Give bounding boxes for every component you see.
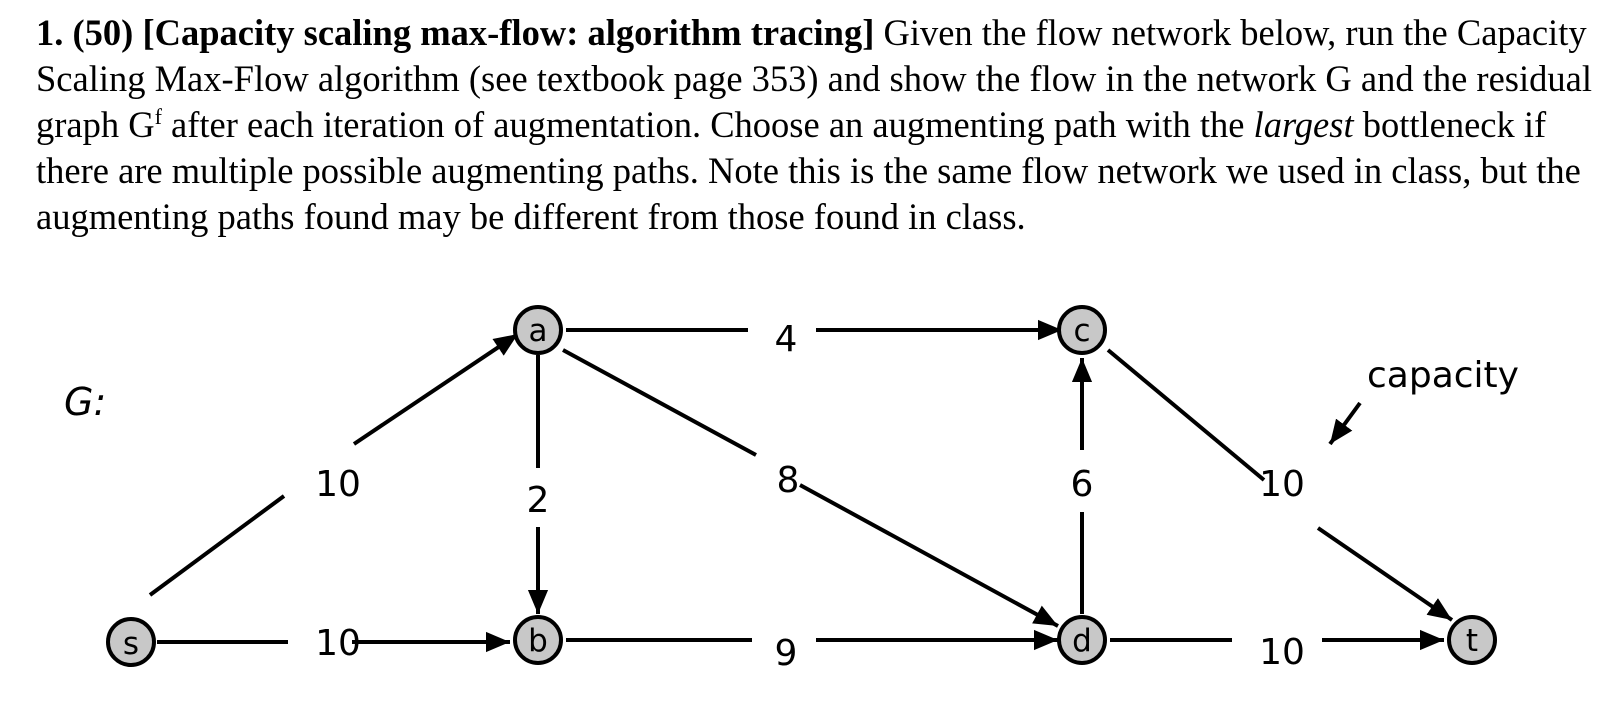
node-c: c	[1057, 305, 1107, 355]
node-d-label: d	[1072, 623, 1092, 659]
problem-text-1: Given the flow network below, run the Ca…	[36, 12, 1592, 145]
edge-a-b: 2	[527, 355, 550, 614]
edge-c-t: 10	[1106, 348, 1454, 622]
problem-topic: [Capacity scaling max-flow: algorithm tr…	[142, 12, 875, 53]
edge-a-c-capacity: 4	[775, 319, 798, 360]
edge-a-d: 8	[562, 348, 1059, 628]
edge-d-t: 10	[1110, 629, 1444, 673]
node-c-label: c	[1073, 313, 1090, 349]
edge-c-t-capacity: 10	[1259, 464, 1305, 505]
edge-d-t-capacity: 10	[1259, 632, 1305, 673]
node-d: d	[1057, 615, 1107, 665]
node-a-label: a	[529, 313, 548, 349]
problem-text-2: after each iteration of augmentation. Ch…	[161, 104, 1254, 145]
capacity-annotation: capacity	[1328, 355, 1519, 446]
edge-b-d: 9	[566, 629, 1058, 674]
edge-d-c: 6	[1071, 358, 1094, 614]
problem-text-3: bottleneck if there are multiple possibl…	[36, 104, 1581, 237]
residual-superscript: f	[154, 104, 162, 129]
edge-d-c-capacity: 6	[1071, 464, 1094, 505]
node-t: t	[1447, 615, 1497, 665]
emphasis-largest: largest	[1253, 104, 1354, 145]
node-b: b	[513, 615, 563, 665]
edge-s-b: 10	[157, 623, 510, 664]
edge-s-a-capacity: 10	[315, 464, 361, 505]
node-s: s	[106, 617, 156, 667]
problem-points: (50)	[72, 12, 134, 53]
problem-number: 1.	[36, 12, 64, 53]
edge-s-b-capacity: 10	[315, 623, 361, 664]
node-a: a	[513, 305, 563, 355]
node-s-label: s	[123, 626, 139, 662]
edge-s-a: 10	[148, 332, 520, 597]
problem-statement: 1. (50) [Capacity scaling max-flow: algo…	[36, 10, 1606, 240]
edge-a-b-capacity: 2	[527, 480, 550, 521]
graph-label: G:	[64, 380, 106, 424]
edge-a-c: 4	[566, 319, 1062, 360]
capacity-annotation-label: capacity	[1367, 355, 1519, 396]
node-b-label: b	[528, 623, 548, 659]
node-t-label: t	[1466, 623, 1478, 659]
capacity-annotation-arrow	[1328, 401, 1362, 446]
edge-a-d-capacity: 8	[777, 460, 800, 501]
edge-b-d-capacity: 9	[775, 633, 798, 674]
